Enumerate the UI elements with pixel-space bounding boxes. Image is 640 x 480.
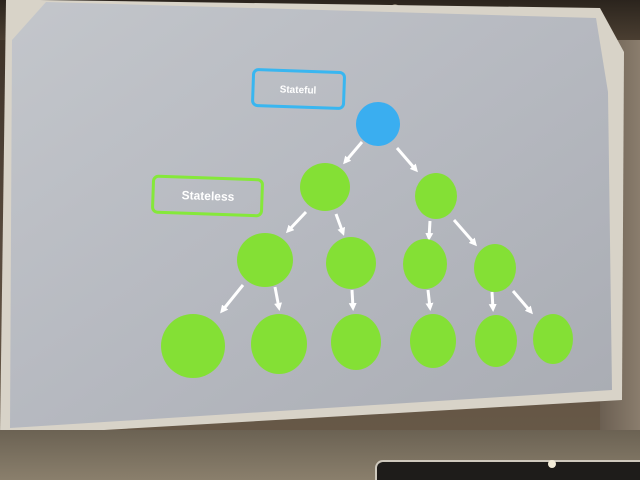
arrow <box>488 291 497 312</box>
stateless-node <box>474 244 516 292</box>
stateless-node <box>251 314 307 374</box>
stateless-node <box>410 314 456 368</box>
arrow <box>348 289 357 311</box>
stateless-label-box: Stateless <box>151 174 264 218</box>
arrow <box>220 284 245 314</box>
arrow <box>334 213 346 236</box>
stateless-node <box>326 237 376 289</box>
stateless-node <box>533 314 573 364</box>
arrow <box>425 220 434 241</box>
stateful-label-box: Stateful <box>251 68 346 110</box>
stateless-label: Stateless <box>181 188 234 204</box>
arrow <box>273 286 282 311</box>
tree-arrows <box>220 141 533 315</box>
stateless-node <box>237 233 293 287</box>
stateless-node <box>475 315 517 367</box>
arrow <box>395 147 418 173</box>
stateless-node <box>331 314 381 370</box>
stateless-node <box>161 314 225 378</box>
stateless-node <box>403 239 447 289</box>
stateless-node <box>415 173 457 219</box>
arrow <box>343 141 364 165</box>
arrow <box>425 289 434 311</box>
tree-nodes <box>161 102 573 378</box>
monitor-edge <box>375 460 640 480</box>
screen-surface <box>10 2 612 428</box>
monitor-light <box>548 460 556 468</box>
arrow <box>285 210 308 234</box>
arrow <box>452 219 477 247</box>
stateful-node <box>356 102 400 146</box>
stateless-node <box>300 163 350 211</box>
stateful-label: Stateful <box>279 84 316 96</box>
arrow <box>511 290 533 315</box>
